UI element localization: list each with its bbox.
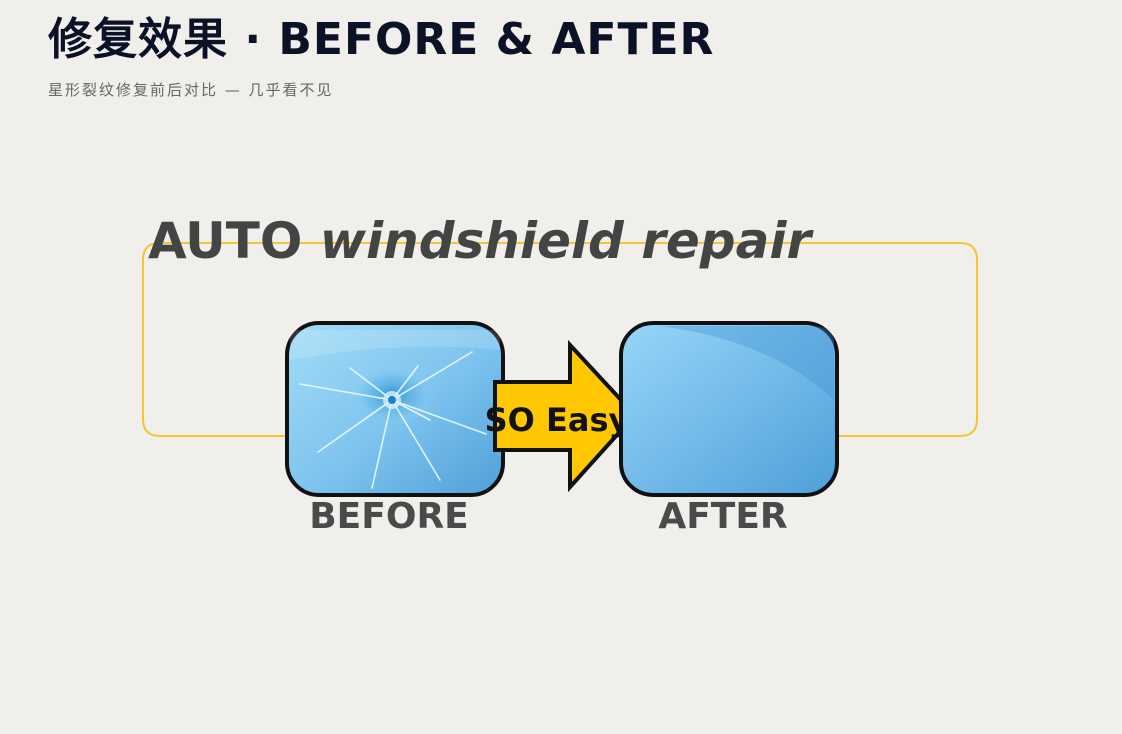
arrow-label: SO Easy xyxy=(485,401,630,439)
page-subtitle: 星形裂纹修复前后对比 — 几乎看不见 xyxy=(48,81,334,99)
page-title: 修复效果 · BEFORE & AFTER xyxy=(48,14,715,65)
right-arrow-icon: SO Easy xyxy=(485,339,638,493)
graphic-heading-bold: AUTO xyxy=(148,212,320,270)
graphic-heading-italic: windshield repair xyxy=(320,212,815,270)
yellow-frame xyxy=(142,242,978,437)
before-label: BEFORE xyxy=(309,496,469,537)
repaired-glass-icon xyxy=(619,321,839,497)
graphic-heading: AUTO windshield repair xyxy=(148,212,814,270)
cracked-glass-icon xyxy=(285,321,505,497)
after-label: AFTER xyxy=(658,496,787,537)
